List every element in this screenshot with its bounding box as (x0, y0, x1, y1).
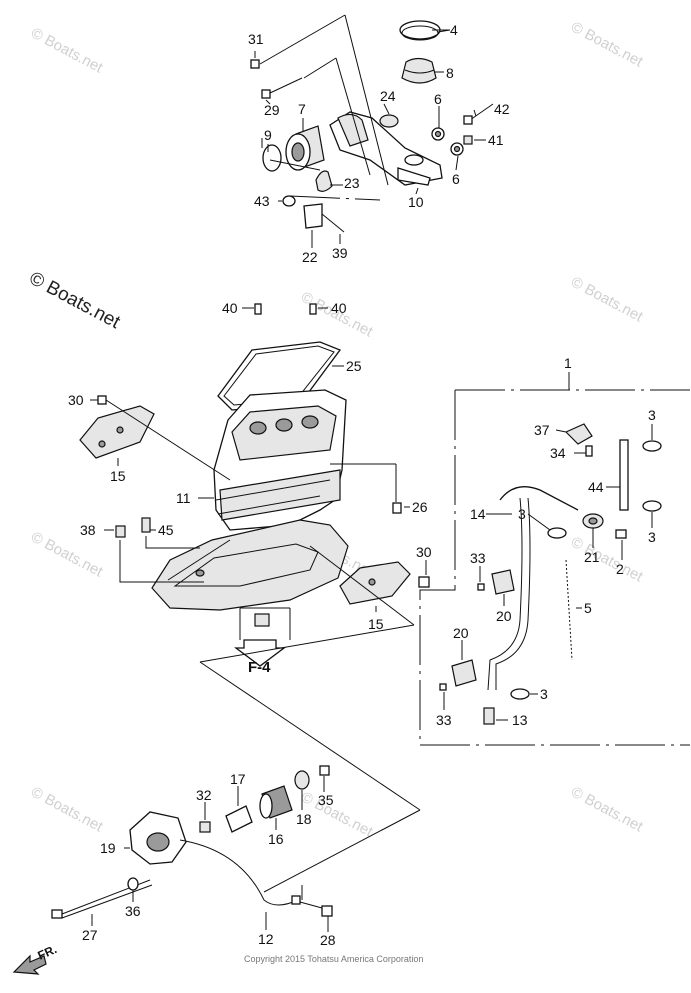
callout-40: 40 (331, 300, 347, 316)
front-direction-label: FR. (36, 942, 59, 963)
callout-25: 25 (346, 358, 362, 374)
upper-assembly (250, 14, 494, 233)
callout-11: 11 (176, 490, 191, 506)
callout-27: 27 (82, 927, 98, 943)
callout-30: 30 (68, 392, 84, 408)
callout-5: 5 (584, 600, 592, 616)
callout-17: 17 (230, 771, 246, 787)
callout-32: 32 (196, 787, 212, 803)
anti-cavitation-plate (151, 519, 349, 611)
callout-41: 41 (488, 132, 504, 148)
leader-lines (90, 29, 653, 932)
callout-44: 44 (588, 479, 604, 495)
callout-21: 21 (584, 549, 600, 565)
callout-7: 7 (298, 101, 306, 117)
reference-arrow (234, 639, 286, 667)
callout-9: 9 (264, 127, 272, 143)
callout-8: 8 (446, 65, 454, 81)
callout-3: 3 (648, 529, 656, 545)
callout-15: 15 (110, 468, 126, 484)
callout-28: 28 (320, 932, 336, 948)
callout-43: 43 (254, 193, 270, 209)
callout-18: 18 (296, 811, 312, 827)
callout-6: 6 (434, 91, 442, 107)
callout-14: 14 (470, 506, 486, 522)
watermark: © Boats.net (28, 25, 106, 77)
watermark: © Boats.net (568, 274, 646, 326)
callout-29: 29 (264, 102, 280, 118)
watermark-main: © Boats.net (26, 268, 124, 334)
watermark: © Boats.net (568, 784, 646, 836)
callout-45: 45 (158, 522, 174, 538)
callout-3: 3 (648, 407, 656, 423)
front-direction-arrow-icon (12, 954, 47, 975)
gasket-part (217, 341, 342, 411)
callout-3: 3 (518, 506, 526, 522)
reference-label: F-4 (248, 659, 271, 676)
callout-35: 35 (318, 792, 334, 808)
watermark: © Boats.net (28, 784, 106, 836)
callout-33: 33 (436, 712, 452, 728)
callout-39: 39 (332, 245, 348, 261)
callout-13: 13 (512, 712, 528, 728)
callout-2: 2 (616, 561, 624, 577)
callout-26: 26 (412, 499, 428, 515)
hose-kit (419, 372, 690, 746)
callout-23: 23 (344, 175, 360, 191)
callout-12: 12 (258, 931, 274, 947)
callout-numbers: 4 8 24 6 42 41 6 10 7 9 23 43 22 39 31 2… (68, 22, 656, 948)
hose-part (499, 486, 579, 511)
side-cover-left (79, 405, 155, 459)
callout-20: 20 (496, 608, 512, 624)
gear-case: F-4 (79, 303, 430, 893)
copyright-text: Copyright 2015 Tohatsu America Corporati… (244, 954, 423, 964)
watermark: © Boats.net (568, 534, 646, 586)
callout-42: 42 (494, 101, 510, 117)
callout-6: 6 (452, 171, 460, 187)
callout-3: 3 (540, 686, 548, 702)
callout-34: 34 (550, 445, 566, 461)
callout-30: 30 (416, 544, 432, 560)
callout-36: 36 (125, 903, 141, 919)
callout-10: 10 (408, 194, 424, 210)
callout-24: 24 (380, 88, 396, 104)
lower-assembly: FR. Copyright 2015 Tohatsu America Corpo… (12, 765, 423, 975)
callout-37: 37 (534, 422, 550, 438)
callout-40: 40 (222, 300, 238, 316)
callout-20: 20 (453, 625, 469, 641)
callout-15: 15 (368, 616, 384, 632)
callout-4: 4 (450, 22, 458, 38)
callout-1: 1 (564, 355, 572, 371)
callout-16: 16 (268, 831, 284, 847)
rubber-boot-part (401, 57, 437, 84)
callout-33: 33 (470, 550, 486, 566)
callout-31: 31 (248, 31, 264, 47)
callout-19: 19 (100, 840, 116, 856)
callout-22: 22 (302, 249, 318, 265)
callout-38: 38 (80, 522, 96, 538)
watermark: © Boats.net (568, 19, 646, 71)
